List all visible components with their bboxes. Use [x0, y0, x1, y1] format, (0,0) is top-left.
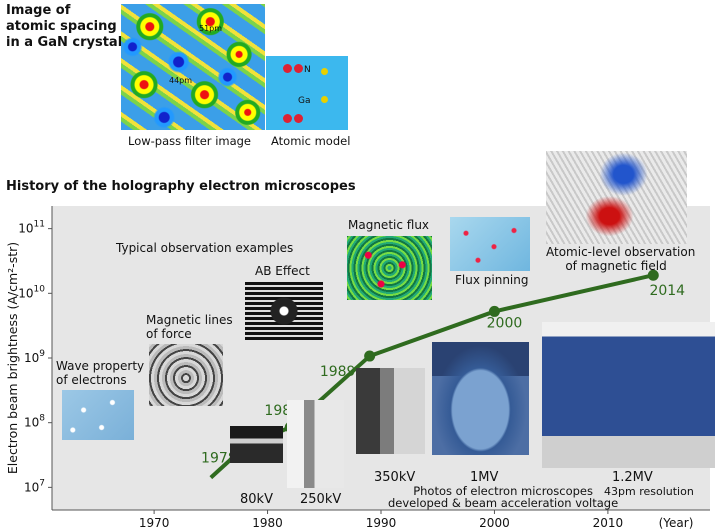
year-label: 2000: [487, 315, 523, 331]
atomic-level-label: Atomic-level observation of magnetic fie…: [546, 245, 696, 273]
y-tick-label: 108: [24, 414, 45, 430]
y-tick-label: 109: [24, 349, 45, 365]
ga-atom: [321, 68, 328, 75]
year-label: 2014: [649, 283, 685, 299]
atomic-model-caption: Atomic model: [271, 134, 351, 148]
year-label: 1989: [320, 364, 356, 380]
x-axis-label: (Year): [659, 516, 694, 530]
microscope-80kv-image: [230, 426, 283, 488]
magnetic-lines-image: [149, 344, 223, 406]
atomic-spacing-title: Image of atomic spacing in a GaN crystal: [6, 3, 123, 50]
ab-effect-label: AB Effect: [255, 264, 310, 278]
magnetic-lines-label: Magnetic lines of force: [146, 313, 233, 341]
x-tick-label: 1970: [139, 516, 170, 530]
microscope-caption: Photos of electron microscopes developed…: [388, 484, 619, 510]
voltage-250kv-label: 250kV: [300, 492, 342, 507]
spacing-label-top: 51pm: [199, 24, 223, 33]
data-point: [488, 305, 500, 317]
resolution-label: 43pm resolution: [604, 485, 694, 498]
x-tick-label: 2010: [593, 516, 624, 530]
y-tick-label: 107: [24, 478, 45, 494]
atom-ga-label: Ga: [298, 96, 311, 106]
wave-property-image: [62, 390, 134, 440]
x-tick-label: 2000: [479, 516, 510, 530]
flux-pinning-label: Flux pinning: [455, 273, 529, 287]
voltage-350kv-label: 350kV: [374, 470, 416, 485]
n-atom: [283, 64, 292, 73]
year-label: 1978: [201, 451, 237, 467]
ga-atom: [321, 96, 328, 103]
x-tick-label: 1980: [252, 516, 283, 530]
y-tick-label: 1010: [18, 284, 45, 300]
microscope-350kv-image: [356, 368, 425, 454]
flux-pinning-image: [450, 217, 530, 271]
voltage-1mv-label: 1MV: [470, 470, 499, 485]
data-point: [647, 269, 659, 281]
atomic-model-image: N Ga: [266, 56, 348, 130]
n-atom: [283, 114, 292, 123]
magnetic-flux-image: [347, 236, 432, 300]
typical-observation-label: Typical observation examples: [116, 241, 294, 255]
spacing-label-mid: 44pm: [169, 76, 193, 85]
ab-effect-image: [245, 282, 323, 340]
x-tick-label: 1990: [366, 516, 397, 530]
voltage-80kv-label: 80kV: [240, 492, 273, 507]
n-atom: [294, 64, 303, 73]
y-tick-label: 1011: [18, 220, 45, 236]
magnetic-flux-label: Magnetic flux: [348, 218, 430, 232]
history-title: History of the holography electron micro…: [6, 179, 356, 194]
n-atom: [294, 114, 303, 123]
low-pass-filter-image: 51pm 44pm: [121, 4, 265, 130]
microscope-250kv-image: [287, 400, 344, 488]
low-pass-caption: Low-pass filter image: [128, 134, 252, 148]
y-axis-label: Electron beam brightness (A/cm²-str): [5, 242, 20, 474]
voltage-12mv-label: 1.2MV: [612, 470, 653, 485]
wave-property-label: Wave property of electrons: [56, 359, 145, 387]
microscope-1mv-image: [432, 342, 529, 455]
atomic-level-field-image: [546, 151, 687, 244]
atom-n-label: N: [304, 65, 311, 75]
microscope-12mv-image: [542, 322, 715, 468]
data-point: [364, 350, 376, 362]
